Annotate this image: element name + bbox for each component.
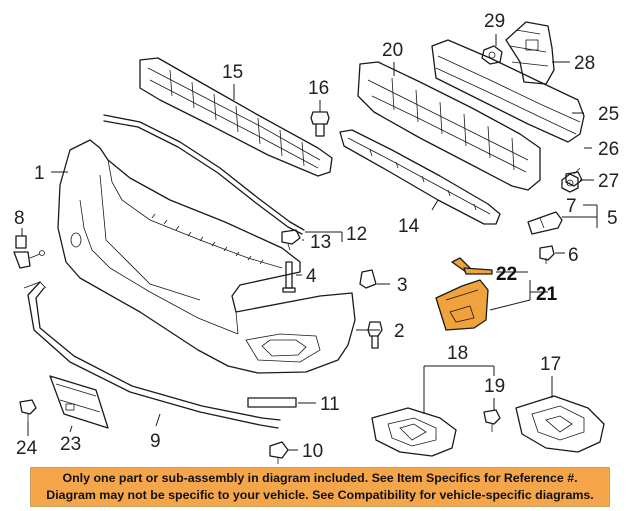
callout-11[interactable]: 11: [320, 394, 340, 415]
callout-17[interactable]: 17: [540, 354, 561, 375]
clip-3-drawing: [359, 269, 377, 289]
bolt-2-drawing: [367, 321, 383, 349]
bumper-cover-drawing: [57, 139, 356, 374]
retainer-7-drawing: [527, 211, 563, 235]
screw-24-drawing: [19, 399, 37, 422]
callout-15[interactable]: 15: [222, 62, 243, 83]
fog-bezel-17-drawing: [515, 395, 605, 453]
callout-4[interactable]: 4: [306, 266, 317, 287]
highlighted-bracket-21: [435, 279, 489, 331]
callout-28[interactable]: 28: [574, 53, 595, 74]
screw-19-drawing: [483, 409, 501, 432]
clip-8-drawing: [13, 235, 45, 269]
license-bracket-drawing: [49, 375, 109, 429]
nut-27-drawing: [561, 173, 579, 193]
fog-bezel-18-drawing: [371, 407, 457, 457]
clip-10-drawing: [269, 441, 289, 464]
bolt-4-drawing: [282, 261, 296, 293]
callout-25[interactable]: 25: [598, 104, 619, 125]
callout-26[interactable]: 26: [598, 139, 619, 160]
callout-14[interactable]: 14: [398, 216, 420, 237]
callout-12[interactable]: 12: [346, 224, 367, 245]
lower-molding-drawing: [23, 281, 281, 429]
callout-21[interactable]: 21: [536, 284, 558, 305]
callout-5[interactable]: 5: [607, 208, 618, 229]
callout-24[interactable]: 24: [16, 438, 38, 459]
callout-2[interactable]: 2: [394, 321, 405, 342]
upper-strip-drawing: [103, 114, 305, 235]
energy-absorber-drawing: [357, 61, 541, 191]
bolt-16-drawing: [310, 111, 330, 137]
impact-bar-drawing: [431, 39, 585, 143]
callout-27[interactable]: 27: [598, 171, 619, 192]
callout-7[interactable]: 7: [566, 196, 577, 217]
callout-13[interactable]: 13: [310, 232, 331, 253]
callout-20[interactable]: 20: [382, 40, 403, 61]
grille-support-drawing: [139, 57, 333, 177]
clip-13-drawing: [281, 229, 301, 251]
callout-10[interactable]: 10: [302, 441, 323, 462]
notice-banner: Only one part or sub-assembly in diagram…: [30, 467, 610, 507]
screw-6-drawing: [539, 245, 555, 264]
callout-1[interactable]: 1: [34, 163, 45, 184]
callout-3[interactable]: 3: [397, 275, 408, 296]
leader-lines: [21, 34, 598, 451]
notice-line-2: Diagram may not be specific to your vehi…: [46, 488, 594, 502]
callout-6[interactable]: 6: [568, 245, 579, 266]
callout-22[interactable]: 22: [496, 264, 517, 285]
callout-19[interactable]: 19: [484, 376, 505, 397]
reflector-11-drawing: [247, 397, 297, 408]
callout-29[interactable]: 29: [484, 11, 505, 32]
bolt-26-drawing: [565, 167, 583, 187]
callout-18[interactable]: 18: [447, 343, 468, 364]
notice-line-1: Only one part or sub-assembly in diagram…: [62, 471, 578, 485]
callout-9[interactable]: 9: [150, 431, 161, 452]
callout-labels: 1 2 3 4 5 6 7 8 9 10 11 12 13 14 15 16 1…: [14, 11, 619, 462]
callout-23[interactable]: 23: [60, 434, 81, 455]
bracket-28-drawing: [505, 21, 555, 85]
highlighted-bolt-22: [451, 257, 493, 275]
callout-16[interactable]: 16: [308, 78, 329, 99]
lower-reinforcement-drawing: [339, 129, 501, 225]
callout-8[interactable]: 8: [14, 208, 25, 229]
nut-29-drawing: [481, 45, 503, 65]
